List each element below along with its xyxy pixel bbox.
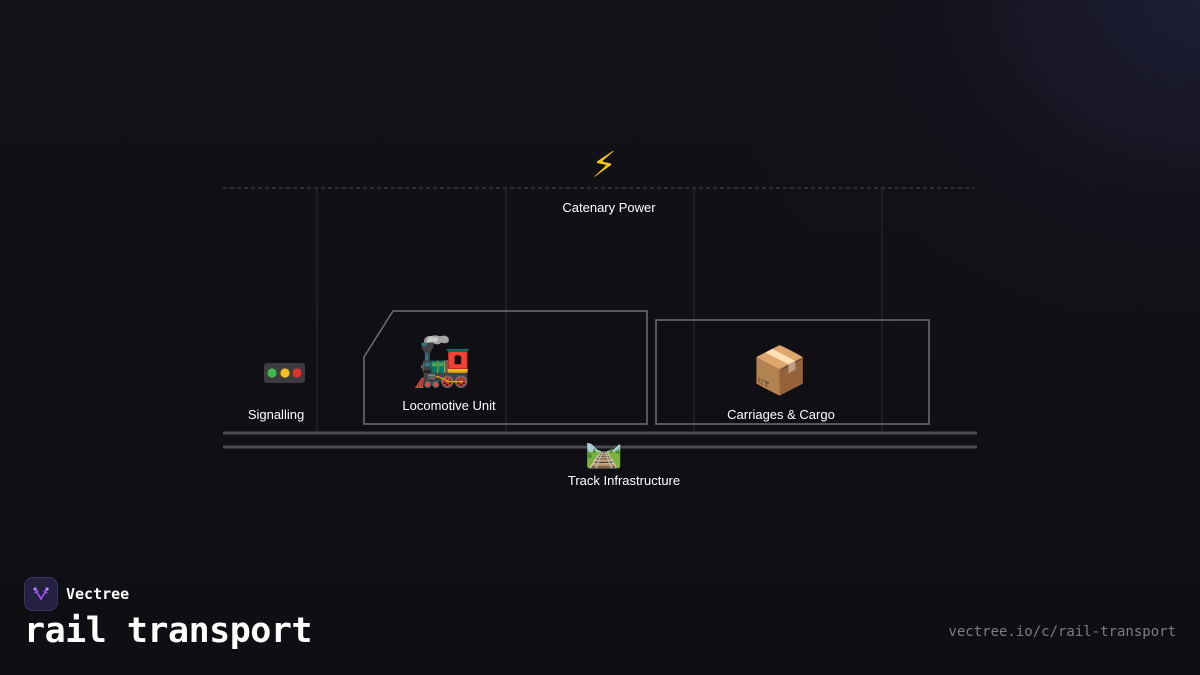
brand-name: Vectree [66, 585, 130, 603]
brand[interactable]: Vectree [24, 577, 129, 611]
railway-track-icon: 🛤️ [585, 435, 623, 470]
locomotive-icon: 🚂 [412, 334, 472, 390]
signalling-label: Signalling [247, 407, 305, 422]
traffic-light-icon [264, 363, 305, 383]
track-infrastructure-label: Track Infrastructure [567, 473, 681, 488]
page-title: rail transport [24, 611, 313, 651]
catenary-power-label: Catenary Power [562, 200, 656, 215]
locomotive-body [363, 310, 648, 425]
carriages-cargo-label: Carriages & Cargo [727, 407, 835, 422]
package-icon: 📦 [751, 343, 809, 397]
locomotive-unit-label: Locomotive Unit [402, 398, 496, 413]
carriage-body [655, 319, 930, 425]
vectree-logo-icon [24, 577, 58, 611]
page-url[interactable]: vectree.io/c/rail-transport [948, 624, 1176, 640]
high-voltage-icon: ⚡ [591, 145, 617, 186]
